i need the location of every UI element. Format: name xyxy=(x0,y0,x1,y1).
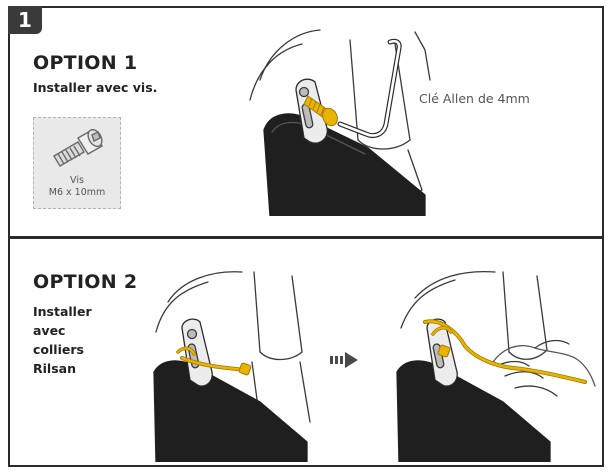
allen-key-callout: Clé Allen de 4mm xyxy=(419,91,530,106)
screw-icon xyxy=(53,128,103,167)
option-2-title: OPTION 2 xyxy=(33,271,138,293)
option-2-subtitle-line: avec xyxy=(33,323,66,338)
option-1-subtitle: Installer avec vis. xyxy=(33,80,158,95)
step-number-badge: 1 xyxy=(8,6,42,34)
arrow-right-icon xyxy=(330,352,358,368)
option-2-subtitle-line: Installer xyxy=(33,304,92,319)
screw-label-size: M6 x 10mm xyxy=(48,187,106,198)
screw-label-type: Vis xyxy=(70,175,84,186)
option-2-illustration-before xyxy=(153,271,311,462)
option-1-illustration xyxy=(249,29,431,216)
option-1-title: OPTION 1 xyxy=(33,52,138,74)
zip-tie-tight xyxy=(423,319,587,384)
option-2-subtitle-line: Rilsan xyxy=(33,361,76,376)
option-2-subtitle-line: colliers xyxy=(33,342,84,357)
screw-spec-box: Vis M6 x 10mm xyxy=(33,117,121,209)
option-2-illustration-after xyxy=(396,270,596,462)
screw-spec-label: Vis M6 x 10mm xyxy=(34,175,120,199)
zip-tie-head xyxy=(238,362,252,376)
yellow-screw xyxy=(303,95,338,127)
option-2-subtitle: Installer avec colliers Rilsan xyxy=(33,302,92,378)
zip-tie-head xyxy=(437,344,451,358)
